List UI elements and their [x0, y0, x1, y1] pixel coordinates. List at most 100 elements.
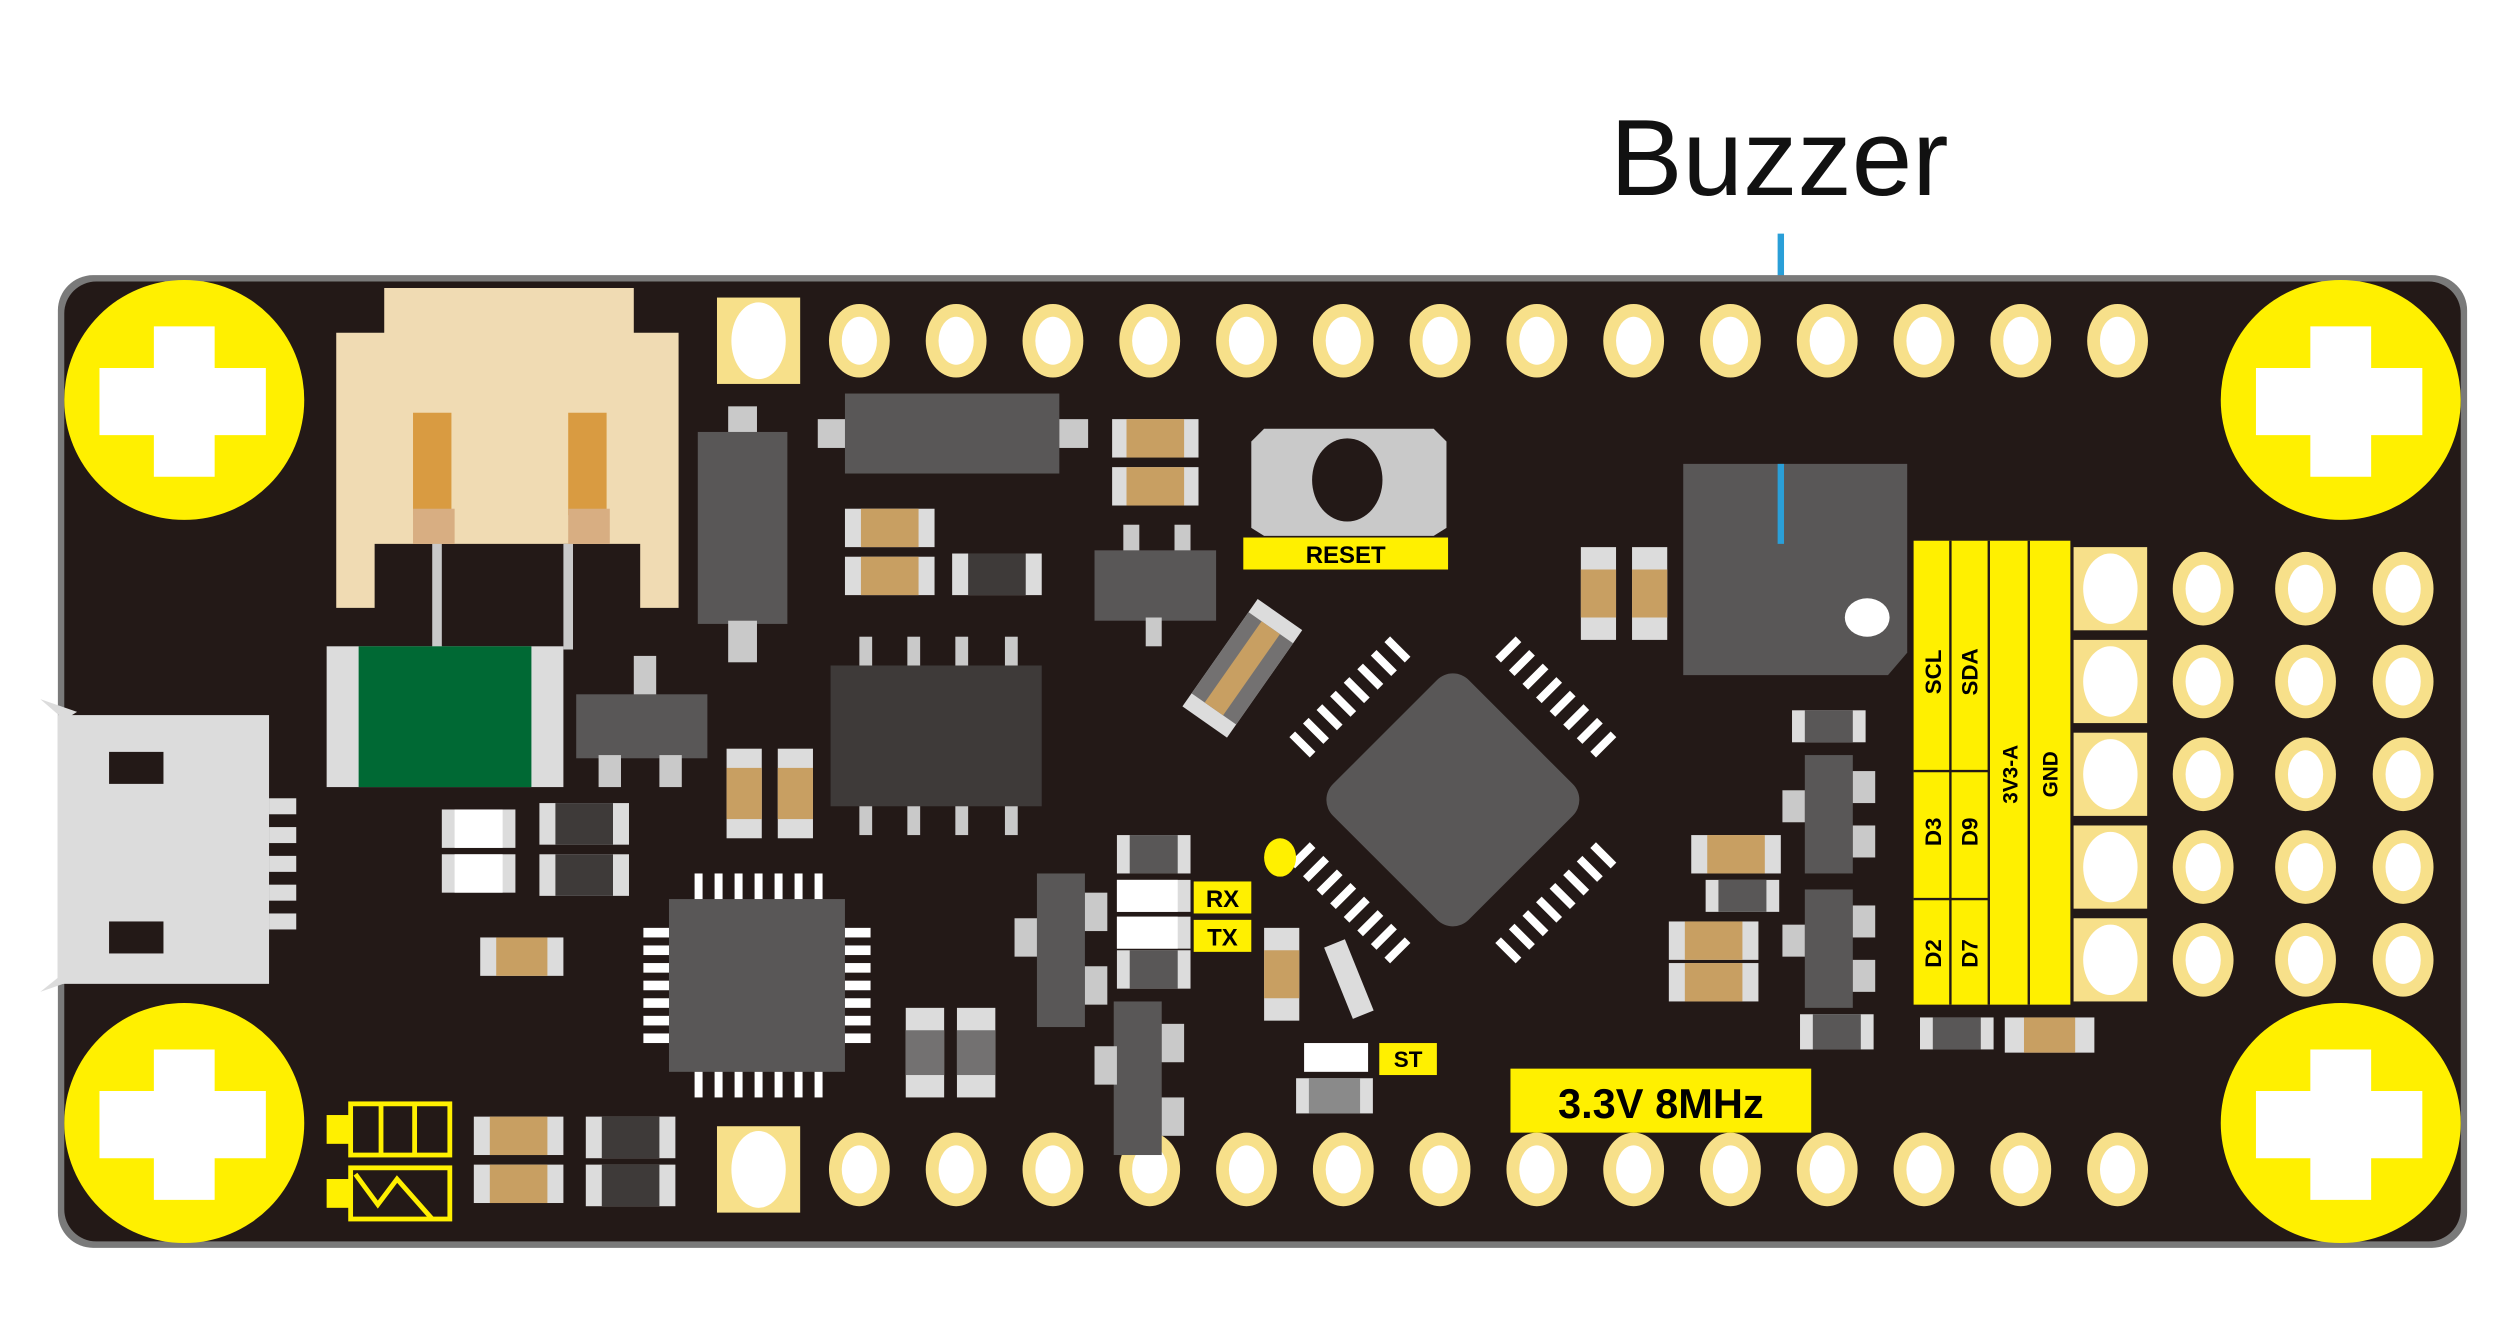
chip-pin — [1302, 717, 1330, 744]
header-square-pad — [2073, 547, 2148, 631]
header-square-pad — [2073, 639, 2148, 724]
header-pin — [1893, 303, 1955, 378]
chip-pin — [1289, 731, 1316, 758]
usb-uart-chip — [643, 873, 871, 1098]
chip-pin — [1563, 704, 1590, 731]
pin1-marker — [1264, 838, 1297, 877]
transistor-1 — [576, 655, 708, 788]
chip-pin — [774, 1071, 783, 1098]
header-pin — [1893, 1132, 1955, 1207]
chip-pin — [643, 963, 669, 973]
header-pin — [2372, 737, 2434, 812]
chip-pin — [754, 1071, 763, 1098]
header-pin — [2087, 303, 2148, 378]
chip-pin — [844, 998, 871, 1008]
battery-connector — [336, 287, 679, 650]
header-pin — [1022, 1132, 1084, 1207]
chip-pin — [754, 873, 763, 900]
chip-pin — [1316, 869, 1343, 896]
chip-pin — [1370, 649, 1397, 677]
chip-pin — [1330, 883, 1357, 910]
reset-button[interactable] — [1251, 428, 1447, 536]
header-pin — [1603, 1132, 1665, 1207]
chip-pin — [844, 980, 871, 991]
header-pin — [2372, 644, 2434, 719]
microcontroller-chip — [1289, 636, 1617, 964]
header-pin — [1312, 1132, 1374, 1207]
battery-full-icon — [326, 1101, 453, 1158]
header-pin — [1506, 303, 1568, 378]
header-pin — [2275, 830, 2336, 904]
chip-pin — [1384, 937, 1411, 964]
chip-pin — [1590, 842, 1617, 869]
header-label-3v3a: 3V3-A — [2000, 745, 2023, 804]
chip-pin — [714, 1071, 723, 1098]
header-pin — [2372, 551, 2434, 626]
chip-pin — [1316, 704, 1343, 731]
transistor-3 — [1014, 873, 1108, 1028]
header-pin — [1990, 1132, 2052, 1207]
diode-horizontal — [817, 393, 1089, 474]
chip-pin — [1357, 663, 1384, 690]
chip-pin — [1343, 896, 1370, 923]
header-label-gnd: GND — [2040, 751, 2063, 797]
tx-label-bg — [1193, 919, 1252, 952]
battery-charging-icon — [326, 1165, 453, 1222]
header-pin — [1506, 1132, 1568, 1207]
header-grid — [2073, 547, 2434, 1002]
chip-pin — [1495, 636, 1522, 663]
mounting-hole-bottom-right — [2220, 1003, 2461, 1244]
chip-pin — [1508, 649, 1535, 677]
header-pin — [828, 303, 890, 378]
reset-label-bg — [1243, 537, 1449, 570]
header-label-d9: D9 — [1958, 818, 1983, 847]
reset-label: RESET — [1306, 542, 1386, 569]
header-pin — [2172, 830, 2234, 904]
header-pin — [1700, 303, 1761, 378]
header-pin — [1216, 1132, 1277, 1207]
chip-pin — [814, 873, 823, 900]
header-pin — [1216, 303, 1277, 378]
chip-pin — [1330, 690, 1357, 717]
chip-pin — [643, 980, 669, 991]
header-pin — [2372, 923, 2434, 997]
chip-pin — [844, 1033, 871, 1044]
chip-pin — [1343, 677, 1370, 704]
header-label-sda: SDA — [1958, 648, 1983, 695]
header-pin — [2275, 737, 2336, 812]
header-pin — [925, 1132, 987, 1207]
st-label-bg — [1379, 1043, 1437, 1076]
header-square-pad — [2073, 732, 2148, 816]
usb-port — [40, 699, 297, 992]
rx-label: RX — [1206, 886, 1239, 913]
chip-pin — [734, 1071, 743, 1098]
crystal — [1324, 939, 1374, 1019]
rx-label-bg — [1193, 881, 1252, 914]
header-pin — [2172, 644, 2234, 719]
header-pin — [1312, 303, 1374, 378]
chip-pin — [1302, 855, 1330, 882]
chip-pin — [643, 927, 669, 938]
chip-pin — [1576, 717, 1603, 744]
tx-label: TX — [1207, 924, 1238, 951]
header-square-pad — [2073, 918, 2148, 1002]
mounting-hole-bottom-left — [64, 1003, 305, 1244]
chip-pin — [1549, 883, 1576, 910]
header-pins-bottom — [828, 1132, 2148, 1207]
chip-pin — [1549, 690, 1576, 717]
header-pin — [1409, 303, 1471, 378]
header-label-d3: D3 — [1921, 818, 1946, 847]
chip-pin — [1522, 910, 1549, 937]
mounting-hole-top-right — [2220, 279, 2461, 520]
header-label-block — [1913, 540, 2071, 1005]
capacitors — [473, 419, 2095, 1204]
diagonal-resistor-array — [1182, 598, 1303, 738]
chip-pin — [1370, 923, 1397, 950]
chip-pin — [734, 873, 743, 900]
header-pin — [1409, 1132, 1471, 1207]
transistor-5 — [1782, 755, 1876, 874]
chip-pin — [1495, 937, 1522, 964]
header-pin — [2172, 737, 2234, 812]
transistor-2 — [1094, 524, 1217, 647]
